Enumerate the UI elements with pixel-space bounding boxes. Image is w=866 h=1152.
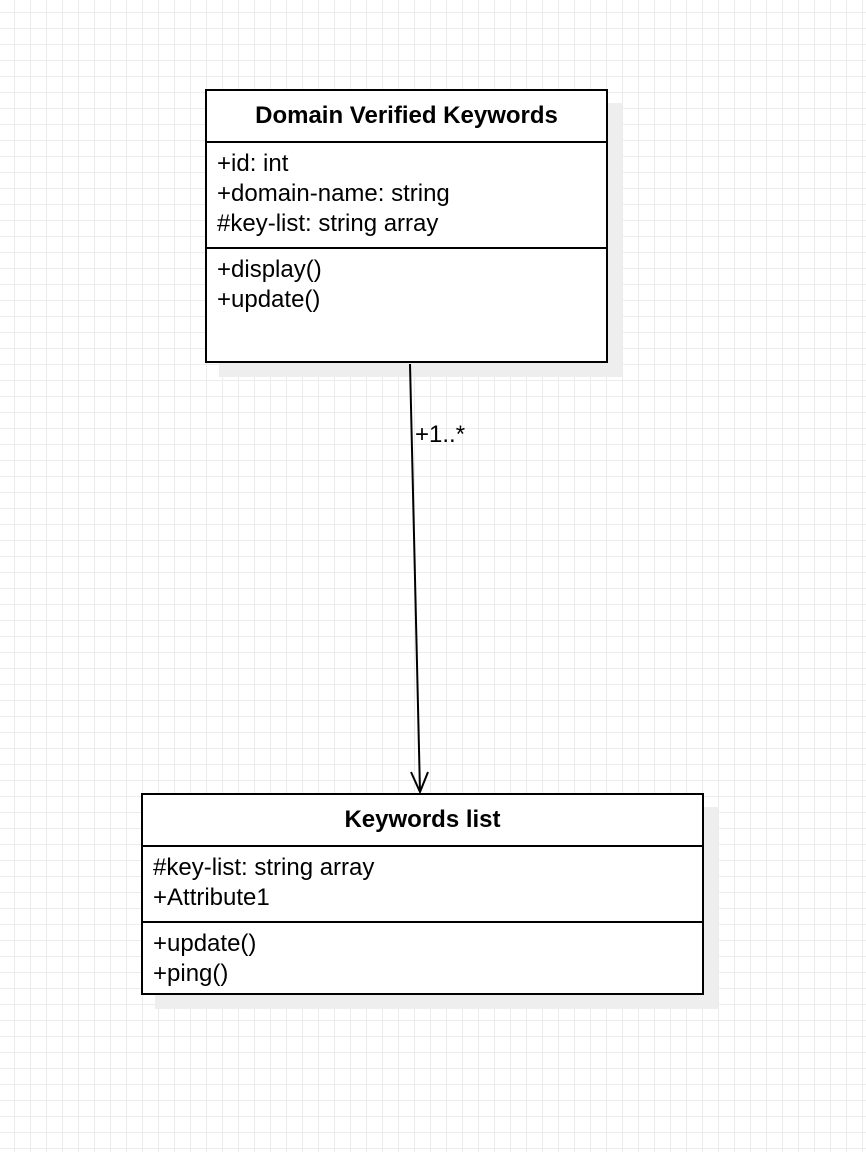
class-keywords-list[interactable]: Keywords list #key-list: string array +A… <box>141 793 704 995</box>
class-title: Keywords list <box>143 795 702 847</box>
attribute-domain-name: +domain-name: string <box>217 180 450 207</box>
class-title: Domain Verified Keywords <box>207 91 606 143</box>
method-ping: +ping() <box>153 960 229 987</box>
method-update: +update() <box>153 930 257 957</box>
attribute-attribute1: +Attribute1 <box>153 884 270 911</box>
attribute-section: #key-list: string array +Attribute1 <box>143 847 702 923</box>
attribute-section: +id: int +domain-name: string #key-list:… <box>207 143 606 249</box>
method-section: +display() +update() <box>207 249 606 315</box>
method-update: +update() <box>217 286 321 313</box>
method-display: +display() <box>217 256 322 283</box>
open-arrow-icon <box>410 771 429 795</box>
attribute-key-list: #key-list: string array <box>217 210 439 237</box>
multiplicity-label: +1..* <box>415 421 466 448</box>
attribute-id: +id: int <box>217 150 289 177</box>
attribute-key-list: #key-list: string array <box>153 854 375 881</box>
class-domain-verified-keywords[interactable]: Domain Verified Keywords +id: int +domai… <box>205 89 608 363</box>
method-section: +update() +ping() <box>143 923 702 989</box>
